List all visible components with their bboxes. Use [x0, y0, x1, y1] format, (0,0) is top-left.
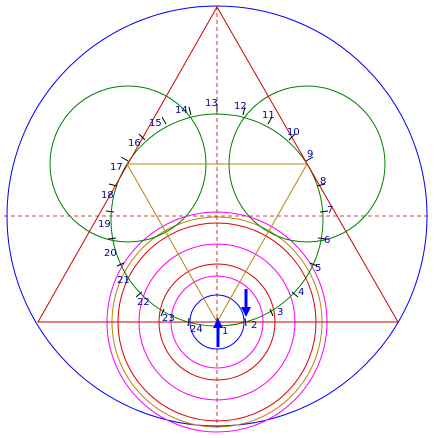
tick-marks: [105, 104, 329, 327]
label-7: 7: [327, 205, 333, 216]
arrow-up-icon: [213, 318, 223, 347]
label-23: 23: [162, 313, 175, 324]
label-5: 5: [315, 263, 321, 274]
label-18: 18: [101, 190, 114, 201]
label-17: 17: [110, 162, 123, 173]
label-12: 12: [234, 101, 247, 112]
label-21: 21: [117, 275, 130, 286]
label-11: 11: [262, 110, 275, 121]
label-2: 2: [251, 320, 257, 331]
label-20: 20: [104, 248, 117, 259]
label-10: 10: [287, 127, 300, 138]
label-24: 24: [190, 324, 203, 335]
label-22: 22: [137, 297, 150, 308]
label-8: 8: [320, 176, 326, 187]
label-4: 4: [298, 287, 304, 298]
label-9: 9: [307, 149, 313, 160]
label-6: 6: [324, 235, 330, 246]
label-14: 14: [175, 105, 188, 116]
arrow-down-icon: [241, 289, 251, 317]
label-15: 15: [149, 118, 162, 129]
label-13: 13: [205, 98, 218, 109]
point-labels: 1 2 3 4 5 6 7 8 9 10 11 12 13 14 15 16 1…: [98, 98, 333, 337]
inner-triangle: [126, 163, 308, 324]
label-19: 19: [98, 219, 111, 230]
label-1: 1: [222, 326, 228, 337]
label-16: 16: [128, 138, 141, 149]
label-3: 3: [277, 307, 283, 318]
